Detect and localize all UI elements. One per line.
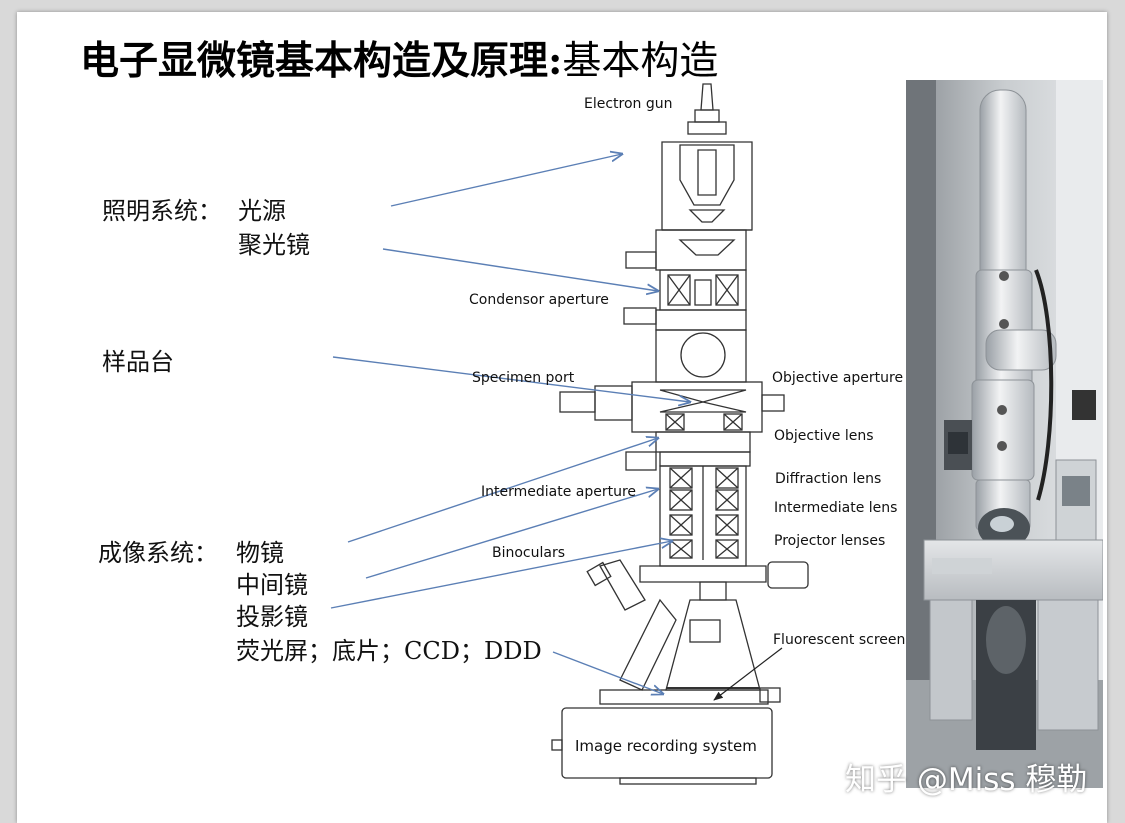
title-normal: 基本构造 [562, 39, 719, 84]
label-objective-aperture: Objective aperture [772, 370, 904, 386]
column-drawing [551, 83, 809, 785]
microscope-photo [906, 80, 1103, 788]
arrow-stage [332, 356, 690, 402]
label-intermediate-aperture: Intermediate aperture [481, 484, 637, 500]
imaging-screen: 荧光屏；底片；CCD；DDD [236, 637, 542, 665]
page-title: 电子显微镜基本构造及原理:基本构造 [80, 30, 718, 86]
imaging-projector: 投影镜 [236, 603, 308, 631]
illumination-condenser: 聚光镜 [238, 231, 310, 259]
label-objective-lens: Objective lens [774, 428, 874, 444]
illumination-heading: 照明系统： [102, 197, 222, 225]
arrow-projector [330, 541, 672, 609]
label-diffraction-lens: Diffraction lens [775, 471, 882, 487]
label-fluorescent-screen: Fluorescent screen [773, 632, 906, 648]
imaging-intermediate: 中间镜 [236, 571, 308, 599]
arrow-screen [552, 651, 663, 694]
title-bold: 电子显微镜基本构造及原理: [80, 38, 563, 84]
arrow-objective [347, 438, 658, 543]
arrow-intermediate [365, 489, 658, 579]
annotation-arrows [330, 154, 690, 694]
screen-pointer [713, 647, 783, 701]
label-electron-gun: Electron gun [584, 96, 673, 112]
label-condensor-aperture: Condensor aperture [469, 292, 609, 308]
label-intermediate-lens: Intermediate lens [774, 500, 898, 516]
imaging-heading: 成像系统： [98, 539, 218, 567]
specimen-stage-label: 样品台 [102, 348, 174, 376]
watermark: 知乎 @Miss 穆勒 [845, 762, 1088, 798]
label-binoculars: Binoculars [492, 545, 566, 561]
label-specimen-port: Specimen port [472, 370, 575, 386]
illumination-light-source: 光源 [238, 197, 286, 225]
arrow-light-source [390, 154, 622, 207]
label-image-recording-system: Image recording system [575, 737, 757, 755]
label-projector-lenses: Projector lenses [774, 533, 886, 549]
imaging-objective: 物镜 [236, 539, 284, 567]
arrow-condenser [382, 248, 658, 291]
